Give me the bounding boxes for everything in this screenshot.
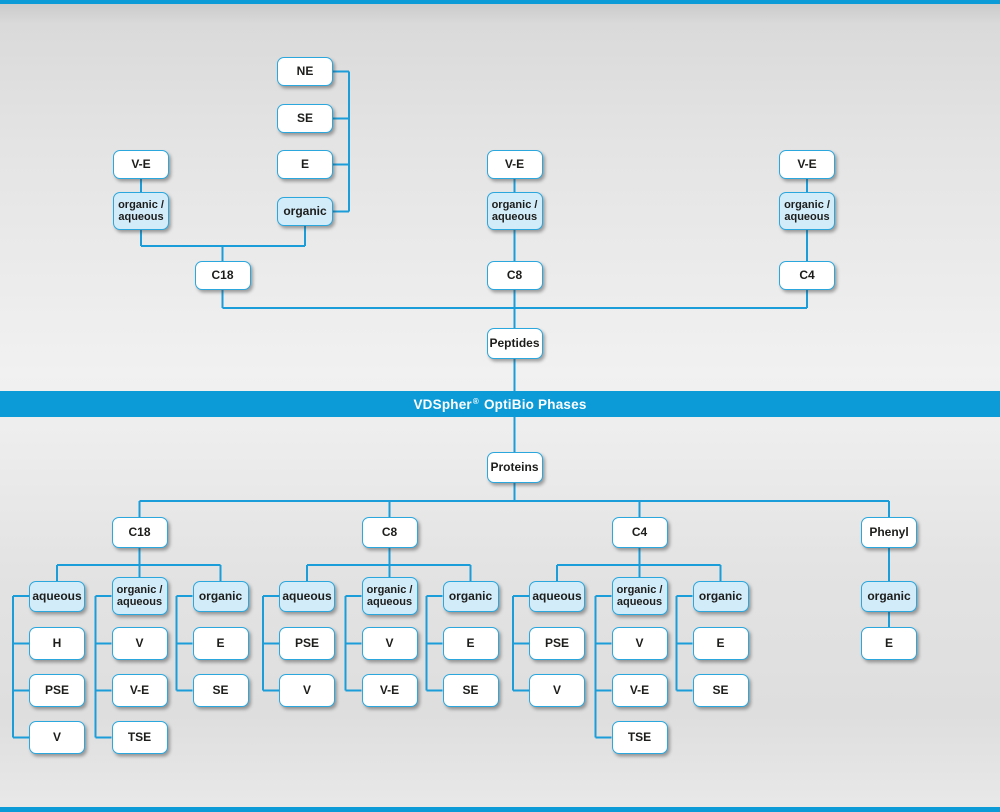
leaf-phenyl-org-e: E xyxy=(861,627,917,660)
node-ne: NE xyxy=(277,57,333,86)
leaf-c18-oa-ve: V-E xyxy=(111,674,168,707)
node-peptides-root: Peptides xyxy=(486,328,543,359)
leaf-c18-oa-v: V xyxy=(111,627,168,660)
node-c4-proteins: C4 xyxy=(611,517,668,548)
node-organic-aqueous-left: organic / aqueous xyxy=(113,192,169,230)
node-c8-proteins: C8 xyxy=(361,517,418,548)
banner-brand: VDSpher xyxy=(413,396,472,412)
node-organic-top: organic xyxy=(277,197,333,226)
node-organic-aqueous-right: organic / aqueous xyxy=(779,192,835,230)
leaf-c18-aq-pse: PSE xyxy=(29,674,85,707)
leaf-c8-aq-pse: PSE xyxy=(279,627,335,660)
leaf-c18-aq-h: H xyxy=(29,627,85,660)
banner-rest: OptiBio Phases xyxy=(483,396,587,412)
leaf-c8-org-e: E xyxy=(442,627,499,660)
leaf-c18-oa-tse: TSE xyxy=(111,721,168,754)
node-phenyl-organic: organic xyxy=(861,581,917,612)
leaf-c4-org-e: E xyxy=(692,627,749,660)
leaf-c8-aq-v: V xyxy=(279,674,335,707)
top-accent-bar xyxy=(0,0,1000,4)
node-c4-aqueous: aqueous xyxy=(529,581,585,612)
title-banner: VDSpher® OptiBio Phases xyxy=(0,391,1000,417)
node-phenyl-proteins: Phenyl xyxy=(861,517,917,548)
leaf-c4-oa-tse: TSE xyxy=(611,721,668,754)
leaf-c4-aq-v: V xyxy=(529,674,585,707)
node-se: SE xyxy=(277,104,333,133)
node-c18-organic-aqueous: organic / aqueous xyxy=(111,577,168,615)
leaf-c18-aq-v: V xyxy=(29,721,85,754)
leaf-c8-oa-v: V xyxy=(361,627,418,660)
node-c4-organic-aqueous: organic / aqueous xyxy=(611,577,668,615)
leaf-c4-org-se: SE xyxy=(692,674,749,707)
node-c18-organic: organic xyxy=(192,581,249,612)
leaf-c8-oa-ve: V-E xyxy=(361,674,418,707)
node-c18-aqueous: aqueous xyxy=(29,581,85,612)
node-c8-peptides: C8 xyxy=(486,261,543,290)
node-proteins-root: Proteins xyxy=(486,452,543,483)
node-c8-organic-aqueous: organic / aqueous xyxy=(361,577,418,615)
leaf-c4-aq-pse: PSE xyxy=(529,627,585,660)
node-c4-peptides: C4 xyxy=(779,261,835,290)
node-ve-left: V-E xyxy=(113,150,169,179)
bottom-accent-bar xyxy=(0,807,1000,812)
leaf-c18-org-se: SE xyxy=(192,674,249,707)
node-c8-aqueous: aqueous xyxy=(279,581,335,612)
leaf-c8-org-se: SE xyxy=(442,674,499,707)
node-ve-right: V-E xyxy=(779,150,835,179)
leaf-c18-org-e: E xyxy=(192,627,249,660)
node-c4-organic: organic xyxy=(692,581,749,612)
node-c8-organic: organic xyxy=(442,581,499,612)
node-c18-peptides: C18 xyxy=(194,261,251,290)
node-ve-mid: V-E xyxy=(486,150,543,179)
node-e: E xyxy=(277,150,333,179)
node-organic-aqueous-mid: organic / aqueous xyxy=(486,192,543,230)
node-c18-proteins: C18 xyxy=(111,517,168,548)
leaf-c4-oa-v: V xyxy=(611,627,668,660)
leaf-c4-oa-ve: V-E xyxy=(611,674,668,707)
